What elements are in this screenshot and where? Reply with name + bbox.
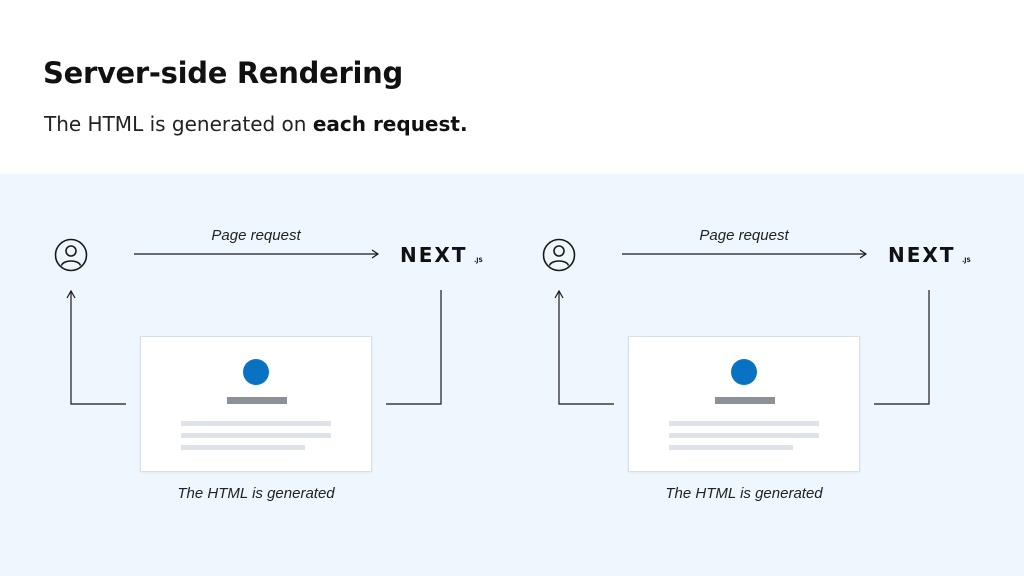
nextjs-logo-text: NEXT <box>888 243 956 267</box>
text-line-placeholder <box>181 433 331 438</box>
arrow-right-icon <box>134 249 380 259</box>
arrow-up-icon <box>554 289 564 299</box>
arrow-up-icon <box>66 289 76 299</box>
ssr-flow-2: Page request NEXT .JS The HTML is genera… <box>488 174 1000 576</box>
html-page-card <box>628 336 860 472</box>
user-circle-icon <box>542 238 576 272</box>
response-connector <box>554 289 930 405</box>
nextjs-logo-suffix: .JS <box>474 257 483 264</box>
name-placeholder <box>227 397 287 404</box>
html-page-card <box>140 336 372 472</box>
text-line-placeholder <box>669 445 793 450</box>
nextjs-logo-text: NEXT <box>400 243 468 267</box>
text-line-placeholder <box>669 433 819 438</box>
diagram-panel: Page request NEXT .JS The HTML is genera… <box>0 174 1024 576</box>
page-title: Server-side Rendering <box>43 56 403 90</box>
subtitle-emphasis: each request. <box>312 112 468 136</box>
subtitle-text: The HTML is generated on <box>44 112 313 136</box>
response-connector <box>66 289 442 405</box>
text-line-placeholder <box>669 421 819 426</box>
text-line-placeholder <box>181 445 305 450</box>
header: Server-side Rendering The HTML is genera… <box>0 0 1024 174</box>
html-generated-label: The HTML is generated <box>665 485 823 502</box>
nextjs-logo-suffix: .JS <box>962 257 971 264</box>
page-subtitle: The HTML is generated on each request. <box>44 112 468 136</box>
nextjs-logo: NEXT .JS <box>888 244 972 268</box>
avatar-placeholder <box>731 359 757 385</box>
page-request-label: Page request <box>699 227 789 244</box>
html-generated-label: The HTML is generated <box>177 485 335 502</box>
avatar-placeholder <box>243 359 269 385</box>
page-request-label: Page request <box>211 227 301 244</box>
arrow-right-icon <box>622 249 868 259</box>
name-placeholder <box>715 397 775 404</box>
user-circle-icon <box>54 238 88 272</box>
text-line-placeholder <box>181 421 331 426</box>
nextjs-logo: NEXT .JS <box>400 244 484 268</box>
ssr-flow-1: Page request NEXT .JS The HTML is genera… <box>0 174 512 576</box>
